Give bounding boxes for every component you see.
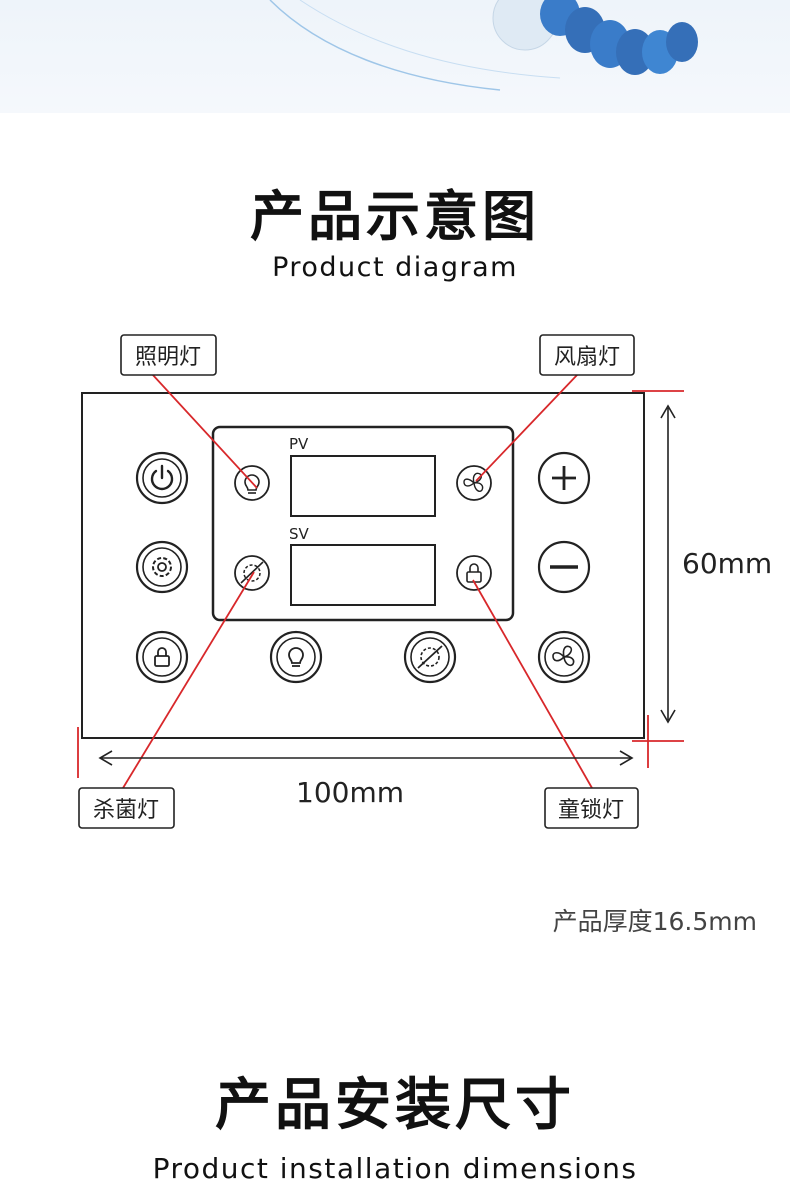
callout-line-lighting xyxy=(151,373,258,489)
lighting-button[interactable] xyxy=(269,630,323,684)
width-dimension-arrow xyxy=(98,750,634,766)
power-button[interactable] xyxy=(135,451,189,505)
child-lock-button[interactable] xyxy=(135,630,189,684)
sv-display xyxy=(290,544,436,606)
section-subtitle: Product diagram xyxy=(272,252,518,283)
width-dimension-label: 100mm xyxy=(296,776,404,809)
callout-line-child-lock xyxy=(472,579,593,789)
bulb-icon xyxy=(288,647,304,667)
hero-swoosh-line xyxy=(269,0,501,91)
product-diagram: PV SV xyxy=(77,334,772,829)
callout-child-lock-text: 童锁灯 xyxy=(558,798,624,823)
section-subtitle: Product installation dimensions xyxy=(152,1152,638,1185)
hero-decoration xyxy=(269,0,698,91)
callout-line-fan xyxy=(475,373,579,482)
callout-lines xyxy=(77,373,684,789)
callout-lighting-text: 照明灯 xyxy=(135,345,201,370)
sterilize-indicator-icon xyxy=(234,555,270,591)
fan-button[interactable] xyxy=(537,630,591,684)
pv-label: PV xyxy=(289,435,309,453)
section-title: 产品示意图 xyxy=(250,185,540,248)
hero-swoosh-line xyxy=(299,0,561,79)
callout-lighting: 照明灯 xyxy=(120,334,217,376)
sv-label: SV xyxy=(289,525,310,543)
display-window xyxy=(211,425,515,622)
callout-fan-text: 风扇灯 xyxy=(554,345,620,370)
fan-icon xyxy=(552,645,575,667)
plus-icon xyxy=(552,466,576,490)
minus-button[interactable] xyxy=(537,540,591,594)
hero-blue-coil xyxy=(540,0,698,75)
gear-icon xyxy=(152,557,172,577)
settings-button[interactable] xyxy=(135,540,189,594)
callout-fan: 风扇灯 xyxy=(539,334,635,376)
callout-sterilize-text: 杀菌灯 xyxy=(93,798,159,823)
thickness-note: 产品厚度16.5mm xyxy=(552,907,757,936)
power-icon xyxy=(150,464,174,491)
callout-child-lock: 童锁灯 xyxy=(544,787,639,829)
height-dimension-arrow xyxy=(660,404,676,724)
lock-icon xyxy=(154,647,170,667)
callout-line-sterilize xyxy=(122,571,255,789)
callout-sterilize: 杀菌灯 xyxy=(78,787,175,829)
hero-banner xyxy=(0,0,790,113)
plus-button[interactable] xyxy=(537,451,591,505)
lock-indicator-icon xyxy=(456,555,492,591)
height-dimension-label: 60mm xyxy=(682,547,772,580)
sterilize-icon xyxy=(417,645,443,669)
section-title: 产品安装尺寸 xyxy=(215,1073,575,1138)
sterilize-button[interactable] xyxy=(403,630,457,684)
pv-display xyxy=(290,455,436,517)
